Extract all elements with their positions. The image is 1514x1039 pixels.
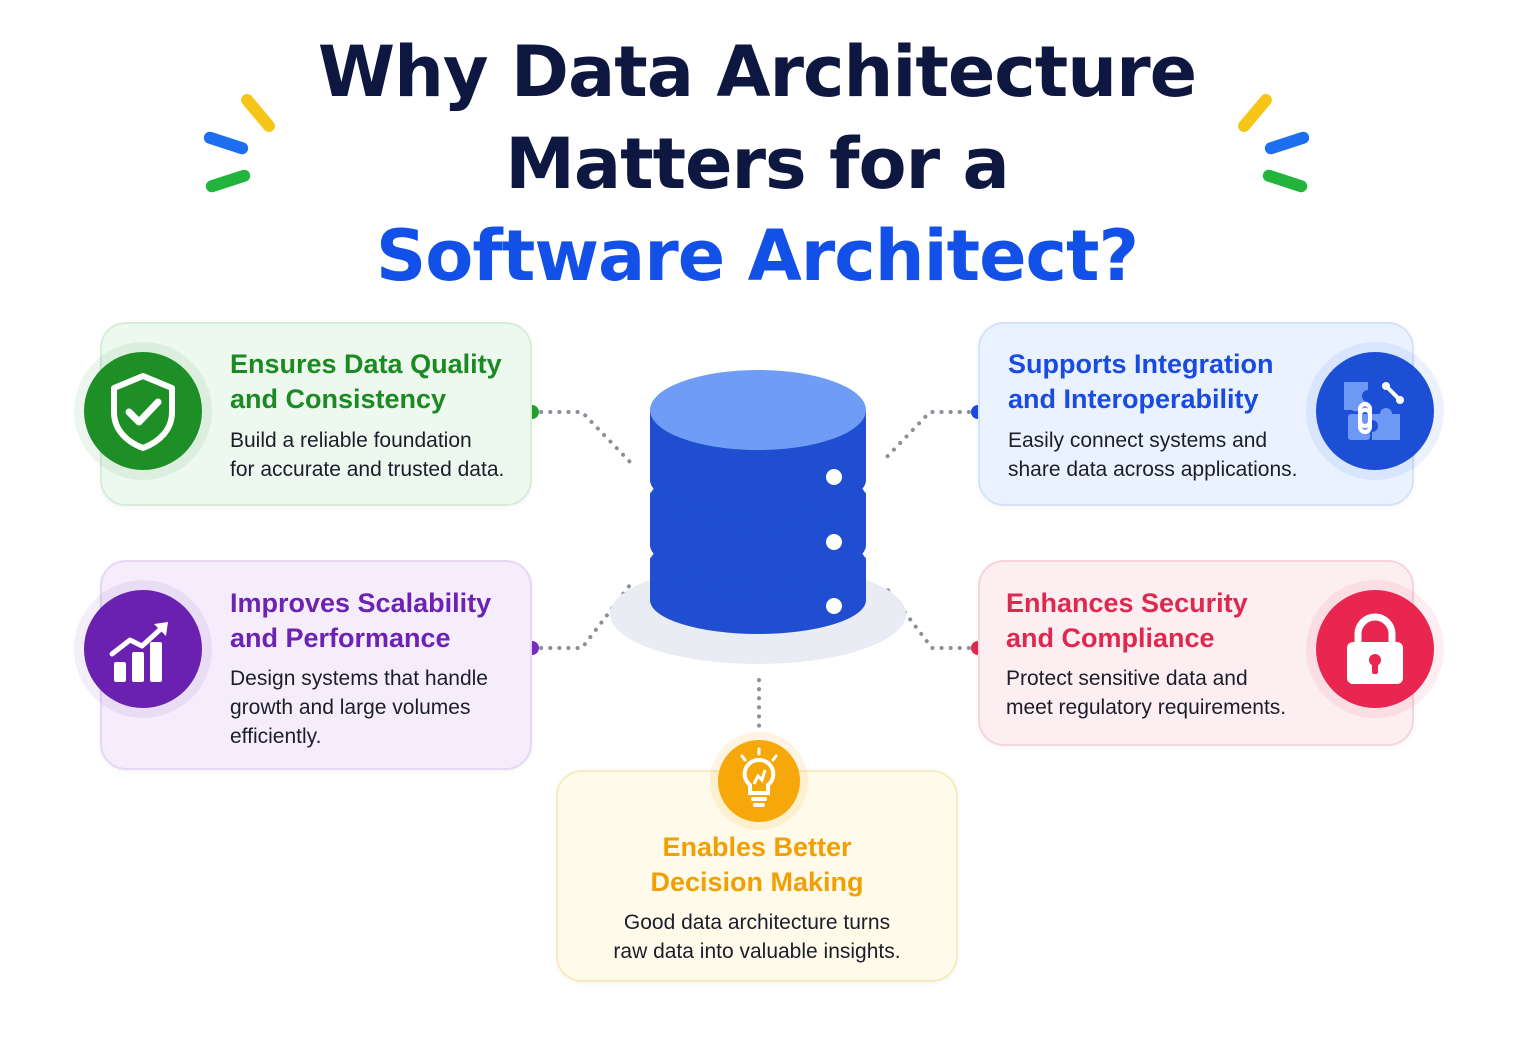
card-integration-heading: Supports Integration and Interoperabilit… — [1008, 347, 1274, 417]
puzzle-link-icon — [1316, 352, 1434, 470]
card-scalability-heading: Improves Scalability and Performance — [230, 586, 491, 656]
card-quality-body-line-1: Build a reliable foundation — [230, 429, 472, 452]
title-line-2: Matters for a — [505, 123, 1010, 205]
card-scalability-body-line-1: Design systems that handle — [230, 667, 488, 690]
connector-quality — [530, 410, 632, 464]
card-quality-body-line-2: for accurate and trusted data. — [230, 458, 505, 481]
card-decision-heading-line-2: Decision Making — [650, 867, 864, 897]
card-security-body: Protect sensitive data and meet regulato… — [1006, 664, 1286, 722]
card-integration-heading-line-2: and Interoperability — [1008, 384, 1259, 414]
card-security-body-line-2: meet regulatory requirements. — [1006, 696, 1287, 719]
card-integration-body-line-1: Easily connect systems and — [1008, 429, 1268, 452]
shield-check-icon — [84, 352, 202, 470]
card-integration-body: Easily connect systems and share data ac… — [1008, 426, 1298, 484]
page-title: Why Data Architecture Matters for a Soft… — [0, 26, 1514, 302]
card-integration-heading-line-1: Supports Integration — [1008, 349, 1274, 379]
lightbulb-icon — [718, 740, 800, 822]
card-security-heading: Enhances Security and Compliance — [1006, 586, 1248, 656]
card-decision-heading-line-1: Enables Better — [662, 832, 852, 862]
card-quality-heading-line-1: Ensures Data Quality — [230, 349, 502, 379]
card-decision-heading: Enables Better Decision Making — [556, 830, 958, 900]
card-scalability-heading-line-1: Improves Scalability — [230, 588, 492, 618]
card-decision-body: Good data architecture turns raw data in… — [556, 908, 958, 966]
card-quality-heading-line-2: and Consistency — [230, 384, 447, 414]
card-decision-body-line-1: Good data architecture turns — [623, 911, 891, 934]
card-security-heading-line-1: Enhances Security — [1006, 588, 1248, 618]
title-line-1: Why Data Architecture — [317, 31, 1197, 113]
connector-scalability — [530, 583, 632, 650]
card-scalability-body-line-2: growth and large volumes — [230, 696, 471, 719]
card-scalability-body: Design systems that handle growth and la… — [230, 664, 488, 751]
card-quality-heading: Ensures Data Quality and Consistency — [230, 347, 502, 417]
card-quality-body: Build a reliable foundation for accurate… — [230, 426, 504, 484]
card-scalability-body-line-3: efficiently. — [230, 725, 322, 748]
card-integration-body-line-2: share data across applications. — [1008, 458, 1298, 481]
card-decision-body-line-2: raw data into valuable insights. — [613, 940, 901, 963]
card-scalability-heading-line-2: and Performance — [230, 623, 451, 653]
padlock-icon — [1316, 590, 1434, 708]
card-security-heading-line-2: and Compliance — [1006, 623, 1215, 653]
card-security-body-line-1: Protect sensitive data and — [1006, 667, 1248, 690]
title-line-3: Software Architect? — [375, 215, 1139, 297]
growth-chart-icon — [84, 590, 202, 708]
